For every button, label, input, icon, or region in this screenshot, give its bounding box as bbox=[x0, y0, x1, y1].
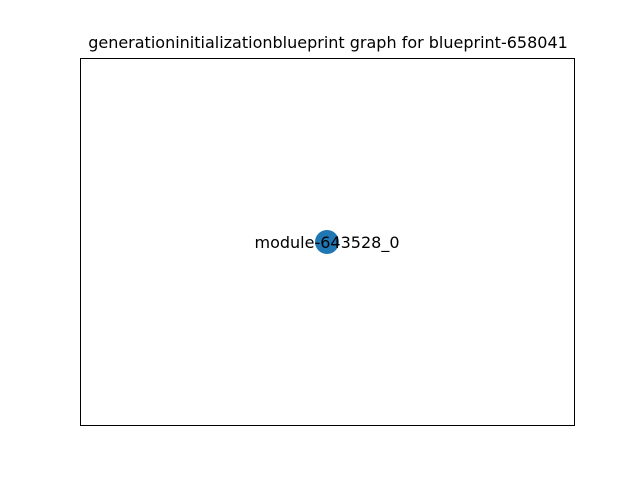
plot-title: generationinitializationblueprint graph … bbox=[88, 33, 568, 52]
axes-frame bbox=[80, 58, 575, 426]
